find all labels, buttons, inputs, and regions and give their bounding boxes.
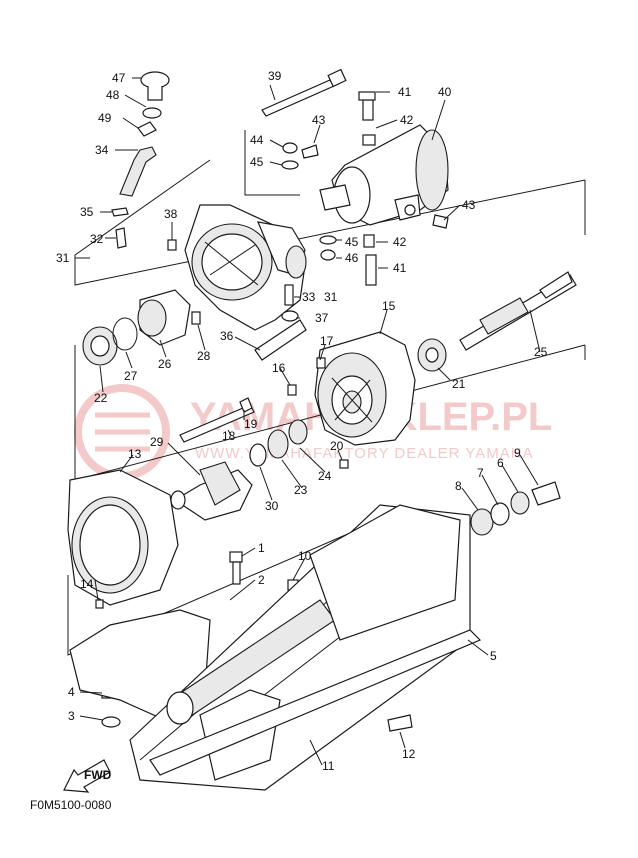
- long-bolt: [261, 68, 347, 117]
- callout-33: 33: [302, 290, 316, 304]
- callout-24: 24: [318, 469, 332, 483]
- callout-3: 3: [68, 709, 75, 723]
- callout-14: 14: [80, 577, 94, 591]
- callout-46: 46: [345, 251, 359, 265]
- callout-49: 49: [98, 111, 112, 125]
- bearing-parts: [470, 481, 561, 536]
- callout-labels: 47 48 49 34 35 32 31 38 39 41 40 42 43 4…: [56, 69, 548, 773]
- intake-housing: [167, 204, 307, 331]
- callout-36: 36: [220, 329, 234, 343]
- callout-23: 23: [294, 483, 308, 497]
- callout-5: 5: [490, 649, 497, 663]
- callout-45-mid: 45: [345, 235, 359, 249]
- callout-19: 19: [244, 417, 258, 431]
- callout-6: 6: [497, 456, 504, 470]
- callout-1: 1: [258, 541, 265, 555]
- watermark-subtitle: WWW.YAMAHAFAKTORY DEALER YAMAHA: [195, 445, 534, 462]
- callout-13: 13: [128, 447, 142, 461]
- callout-41-mid: 41: [393, 261, 407, 275]
- callout-11: 11: [322, 759, 335, 773]
- callout-4: 4: [68, 685, 75, 699]
- callout-12: 12: [402, 747, 416, 761]
- callout-41-top: 41: [398, 85, 412, 99]
- leader-lines: [75, 77, 541, 766]
- forward-arrow-label: FWD: [84, 768, 112, 782]
- callout-21: 21: [452, 377, 466, 391]
- diagram-code: F0M5100-0080: [30, 798, 112, 812]
- callout-17: 17: [320, 334, 334, 348]
- callout-38: 38: [164, 207, 178, 221]
- callout-27: 27: [124, 369, 138, 383]
- callout-15: 15: [382, 299, 396, 313]
- callout-8: 8: [455, 479, 462, 493]
- pump-cover: [67, 469, 179, 609]
- callout-28: 28: [197, 349, 211, 363]
- steering-nozzle: [281, 91, 449, 286]
- callout-43-right: 43: [462, 198, 476, 212]
- callout-9: 9: [514, 446, 521, 460]
- callout-45-top: 45: [250, 155, 264, 169]
- cap-assembly: [111, 71, 170, 249]
- callout-40: 40: [438, 85, 452, 99]
- callout-34: 34: [95, 143, 109, 157]
- callout-37: 37: [315, 311, 329, 325]
- callout-20: 20: [330, 439, 344, 453]
- callout-44: 44: [250, 133, 264, 147]
- callout-42-top: 42: [400, 113, 414, 127]
- callout-2: 2: [258, 573, 265, 587]
- impeller: [170, 461, 253, 521]
- callout-18: 18: [222, 429, 236, 443]
- callout-26: 26: [158, 357, 172, 371]
- callout-42-mid: 42: [393, 235, 407, 249]
- callout-16: 16: [272, 361, 286, 375]
- callout-30: 30: [265, 499, 279, 513]
- impeller-duct-parts: [82, 284, 307, 366]
- callout-31-right: 31: [324, 290, 338, 304]
- drive-shaft: [459, 271, 577, 351]
- ride-plate-assembly: [69, 504, 482, 791]
- forward-arrow: FWD: [63, 759, 112, 793]
- callout-39: 39: [268, 69, 282, 83]
- callout-31-left: 31: [56, 251, 70, 265]
- callout-47: 47: [112, 71, 126, 85]
- callout-7: 7: [477, 466, 484, 480]
- callout-22: 22: [94, 391, 108, 405]
- callout-10: 10: [298, 549, 312, 563]
- callout-25: 25: [534, 345, 548, 359]
- callout-32: 32: [90, 232, 104, 246]
- callout-35: 35: [80, 205, 94, 219]
- callout-29: 29: [150, 435, 164, 449]
- callout-43-top: 43: [312, 113, 326, 127]
- callout-48: 48: [106, 88, 120, 102]
- seal-parts: [179, 357, 349, 469]
- pump-housing: [314, 331, 447, 446]
